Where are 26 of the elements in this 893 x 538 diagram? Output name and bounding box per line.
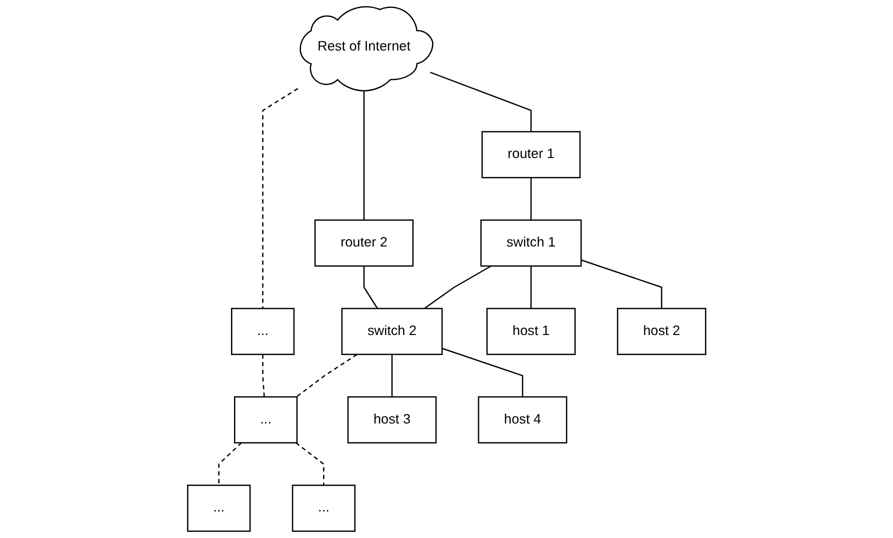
node-box: host 3 (347, 396, 436, 444)
connector (530, 266, 532, 308)
connector (391, 354, 392, 397)
connector (442, 348, 524, 397)
node-box: ... (292, 484, 356, 532)
connector (262, 88, 298, 308)
connector (424, 265, 492, 310)
node-box: ... (230, 308, 294, 356)
node-box: host 4 (478, 396, 568, 444)
connector (262, 354, 265, 397)
connector (295, 442, 324, 486)
node-box: router 2 (314, 219, 414, 267)
node-box: ... (186, 484, 250, 532)
node-box: switch 1 (480, 219, 582, 267)
connector (363, 89, 364, 220)
connector (580, 259, 662, 308)
node-box: router 1 (481, 131, 580, 178)
connector (218, 442, 242, 486)
connector (430, 72, 532, 132)
connector (296, 354, 358, 398)
node-box: host 1 (486, 308, 576, 356)
connector (530, 178, 532, 220)
node-box: host 2 (616, 308, 706, 356)
node-box: switch 2 (341, 308, 443, 356)
node-box: ... (234, 396, 298, 444)
connector (363, 266, 378, 309)
